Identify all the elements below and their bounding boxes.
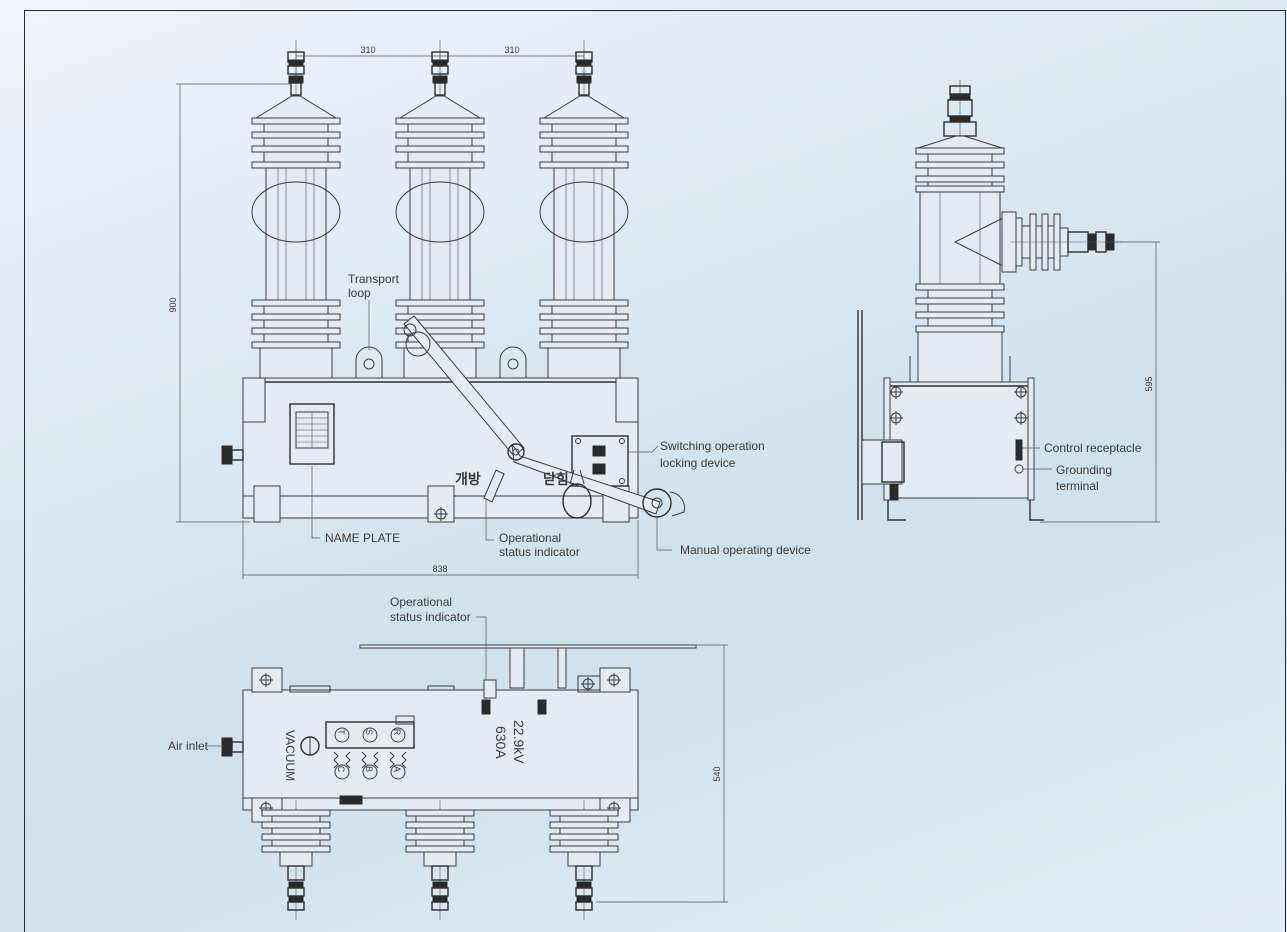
label-switching-2: locking device <box>660 456 736 470</box>
dim-height-side: 595 <box>1144 376 1154 391</box>
dimension-depth-top: 540 <box>596 644 728 903</box>
bushing-right <box>539 39 629 401</box>
label-manual-op: Manual operating device <box>680 543 811 557</box>
bushing-center <box>395 39 485 401</box>
label-grounding-2: terminal <box>1056 479 1099 493</box>
rating-a: 630A <box>493 726 509 759</box>
label-op-status-1: Operational <box>499 531 561 545</box>
label-name-plate: NAME PLATE <box>325 531 400 545</box>
dim-pitch-right: 310 <box>504 45 519 55</box>
label-air-inlet: Air inlet <box>168 739 209 753</box>
dim-depth-top: 540 <box>712 766 722 781</box>
side-labels: Control receptacle Grounding terminal <box>1022 441 1142 493</box>
label-switching-1: Switching operation <box>660 439 765 453</box>
drawing-frame <box>24 10 1286 932</box>
top-view: VACUUM T S R C B A 22.9kV 630A 540 Opera… <box>168 595 728 921</box>
transport-loop <box>355 346 527 378</box>
bushing-left <box>251 39 341 401</box>
phase-s: S <box>364 729 374 735</box>
label-top-op-status-1: Operational <box>390 595 452 609</box>
front-labels: Transport loop Switching operation locki… <box>311 272 811 559</box>
operating-lever <box>403 315 685 519</box>
top-labels: Operational status indicator Air inlet <box>168 595 487 753</box>
dim-height-front: 900 <box>168 297 178 312</box>
name-plate <box>289 403 335 465</box>
rating-kv: 22.9kV <box>511 720 527 764</box>
label-op-status-2: status indicator <box>499 545 580 559</box>
dimension-height-front: 900 <box>168 83 290 523</box>
indicator-closed-text: 닫힘 <box>543 471 569 487</box>
top-bushing-left <box>261 799 331 921</box>
phase-b: B <box>364 766 374 772</box>
phase-t: T <box>336 729 346 735</box>
label-control-receptacle: Control receptacle <box>1044 441 1142 455</box>
label-grounding-1: Grounding <box>1056 463 1112 477</box>
front-view: 310 310 900 <box>168 39 811 579</box>
top-tank <box>242 689 639 799</box>
dimension-height-side: 595 <box>1040 241 1160 523</box>
switching-locking-device <box>571 435 629 487</box>
top-bushing-center <box>405 799 475 921</box>
label-transport-1: Transport <box>348 272 400 286</box>
dim-pitch-left: 310 <box>360 45 375 55</box>
dim-width-front: 838 <box>432 564 447 574</box>
phase-a: A <box>392 766 402 772</box>
front-bolt <box>221 445 244 465</box>
indicator-open-text: 개방 <box>455 471 481 487</box>
label-top-op-status-2: status indicator <box>390 610 471 624</box>
phase-c: C <box>336 766 346 773</box>
label-transport-2: loop <box>348 286 371 300</box>
label-vacuum: VACUUM <box>283 730 297 781</box>
phase-r: R <box>392 729 402 736</box>
dimension-width-front: 838 <box>242 520 639 579</box>
side-view: 595 Control receptacle Grounding termina… <box>857 80 1160 523</box>
